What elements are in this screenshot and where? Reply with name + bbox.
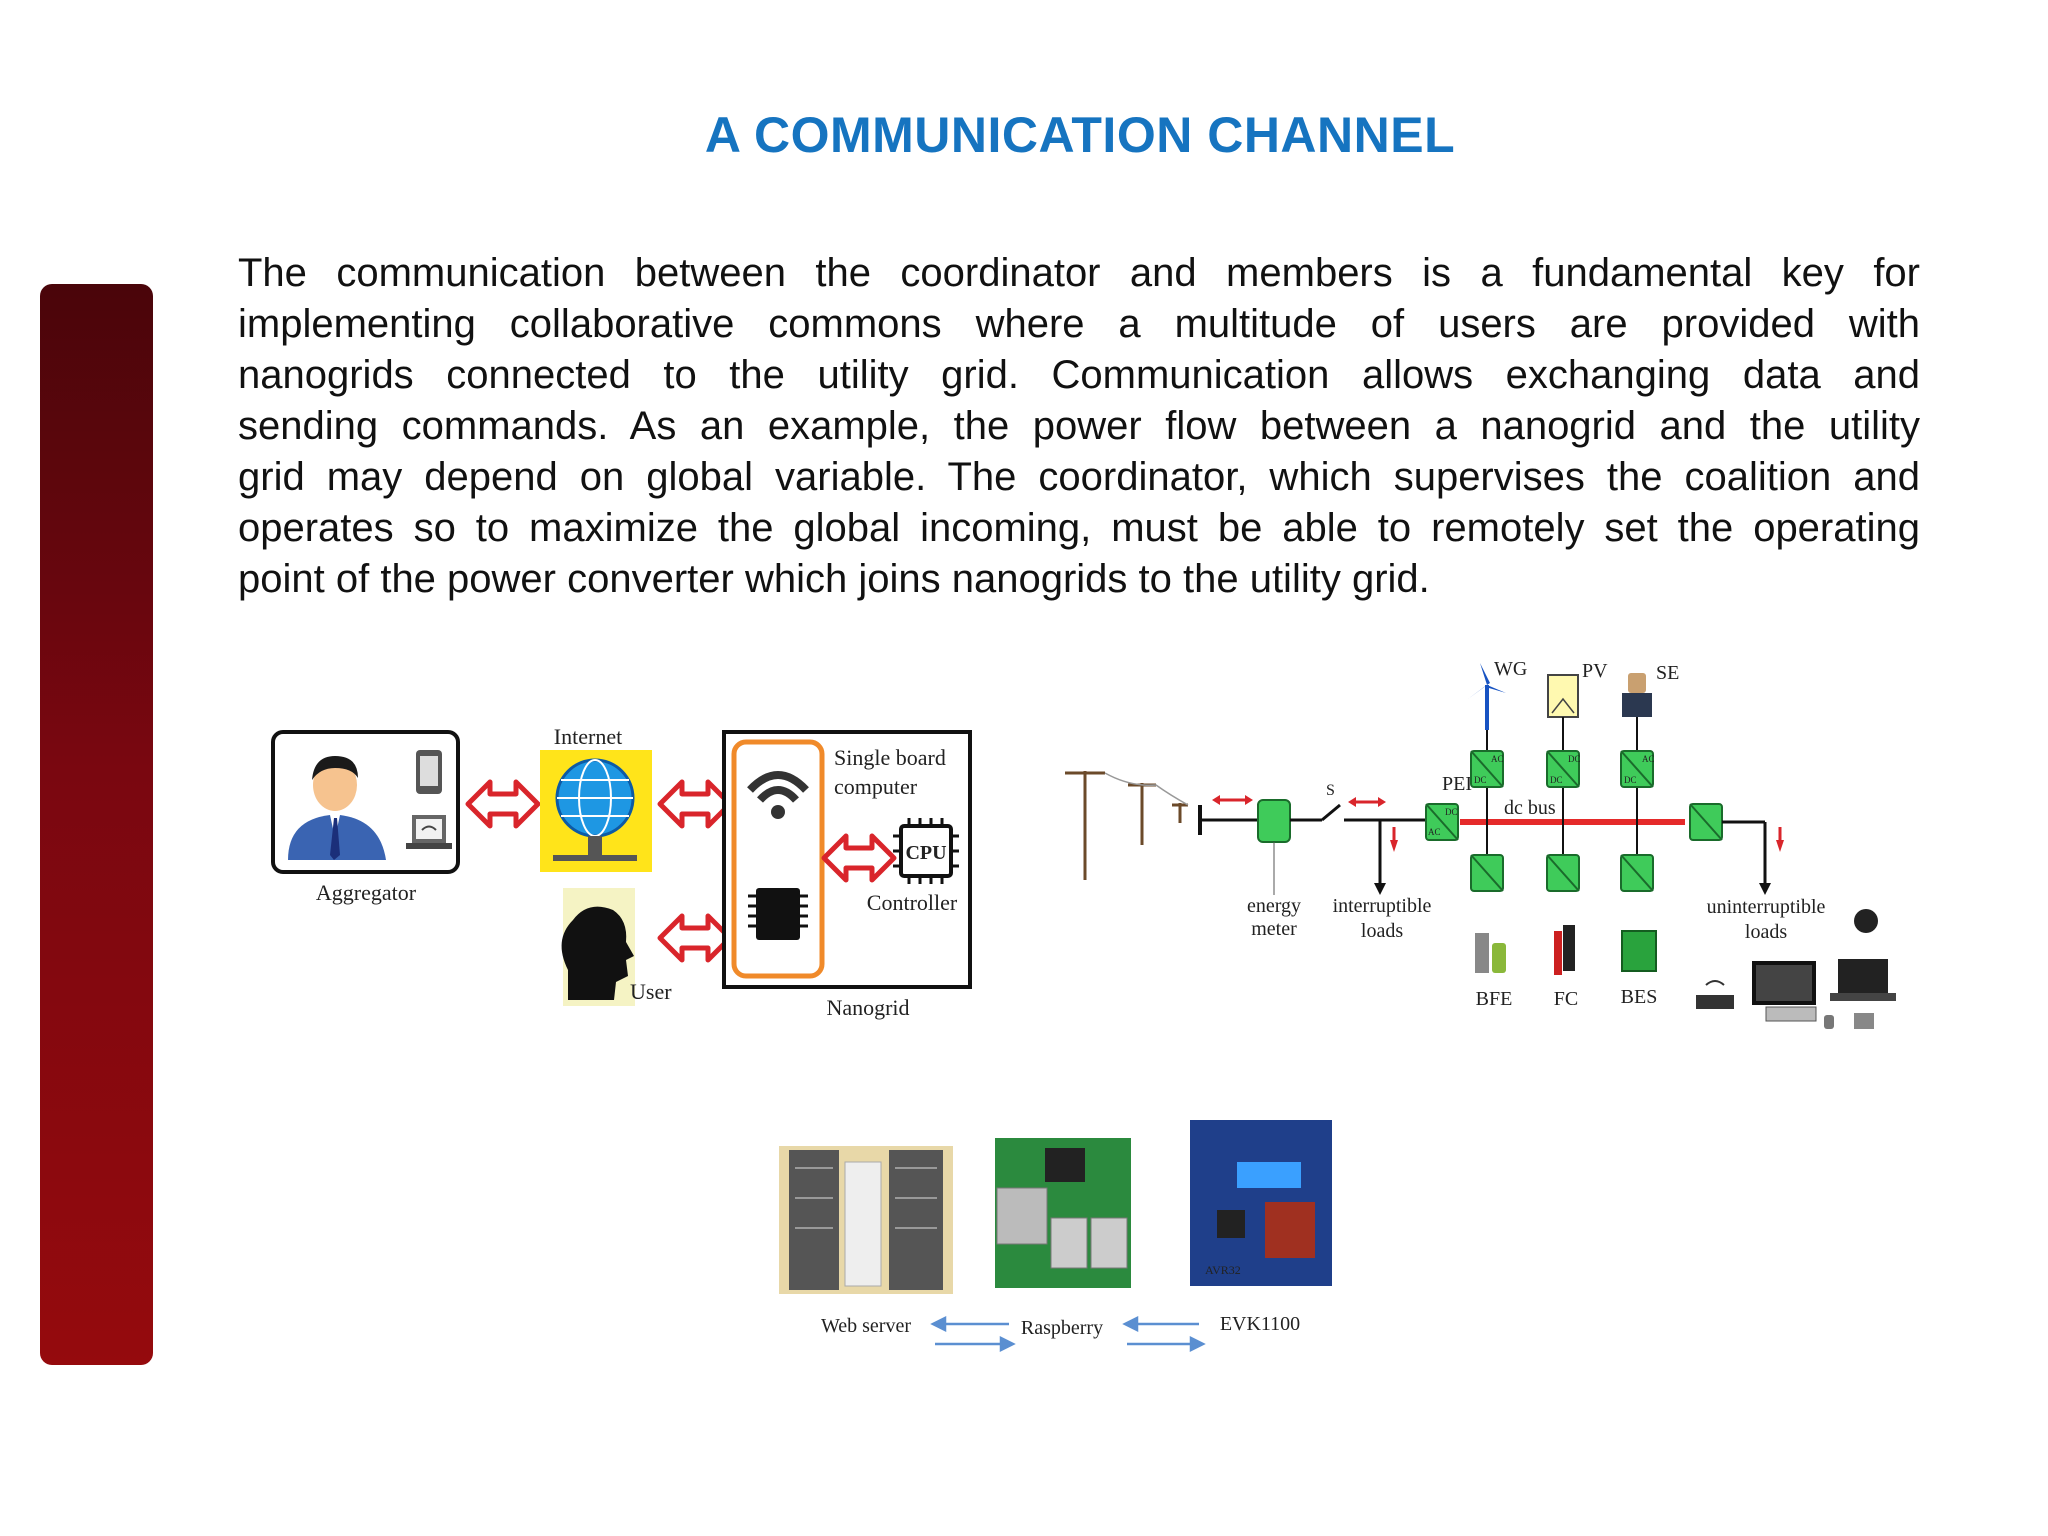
paragraph-line: The communication between the coordinato… (238, 251, 1920, 295)
monitor-icon (1752, 961, 1817, 1022)
dc-tag: DC (1474, 775, 1487, 785)
internet-globe-icon (540, 750, 652, 872)
body-paragraph: The communication between the coordinato… (238, 248, 1920, 605)
bfe-icon (1475, 933, 1506, 973)
hardware-chain-diagram: AVR32 Web server Raspberry EVK1100 (779, 1120, 1332, 1353)
chip-icon (748, 888, 808, 940)
aggregator-node (271, 730, 460, 874)
ac-tag: AC (1428, 827, 1441, 837)
wifi-icon (747, 771, 809, 819)
pv-panel-icon (1547, 674, 1579, 718)
board-text: AVR32 (1205, 1263, 1241, 1277)
paragraph-line: point of the power converter which joins… (238, 557, 1430, 601)
nanogrid-box: Single board computer CPU Controller (722, 730, 972, 989)
laptop-wifi-icon (406, 815, 452, 849)
cpu-text: CPU (905, 842, 946, 864)
phone-icon (416, 750, 442, 794)
satellite-icon (1854, 909, 1878, 933)
wg-label: WG (1494, 658, 1527, 680)
nanogrid-communication-diagram: Aggregator Internet User (271, 724, 972, 1020)
user-nanogrid-arrow (660, 916, 730, 960)
sbc-label-line2: computer (834, 774, 918, 799)
interruptible-loads-label: loads (1361, 920, 1403, 942)
paragraph-line: implementing collaborative commons where… (238, 302, 1920, 346)
dc-tag: DC (1568, 754, 1581, 764)
cpu-icon: CPU (893, 818, 959, 884)
router-icon (1696, 980, 1734, 1009)
aggregator-internet-arrow (468, 782, 538, 826)
paragraph-line: grid may depend on global variable. The … (238, 455, 1920, 499)
raspberry-label: Raspberry (1021, 1317, 1103, 1339)
battery-icon (1621, 930, 1657, 972)
paragraph-line: operates so to maximize the global incom… (238, 506, 1920, 550)
sbc-label-line1: Single board (834, 745, 946, 770)
evk1100-label: EVK1100 (1220, 1313, 1300, 1335)
ac-tag: AC (1491, 754, 1504, 764)
bfe-label: BFE (1476, 988, 1513, 1010)
laptop-icon (1830, 959, 1896, 1001)
bfe-converter (1470, 854, 1504, 892)
uninterruptible-loads-label: loads (1745, 921, 1787, 943)
output-converter (1689, 803, 1723, 841)
dc-bus-label: dc bus (1504, 797, 1556, 819)
fc-label: FC (1554, 988, 1578, 1010)
user-label: User (630, 979, 672, 1004)
wind-turbine-icon (1468, 663, 1506, 730)
person-icon (288, 756, 386, 860)
ac-tag: AC (1642, 754, 1655, 764)
fc-converter (1546, 854, 1580, 892)
switch-label: S (1326, 782, 1335, 799)
paragraph-line: nanogrids connected to the utility grid.… (238, 353, 1920, 397)
dc-tag: DC (1550, 775, 1563, 785)
energy-meter-icon (1257, 799, 1291, 843)
phone-icon (1824, 1013, 1874, 1029)
bes-converter (1620, 854, 1654, 892)
evk1100-board-icon: AVR32 (1190, 1120, 1332, 1286)
pv-label: PV (1582, 660, 1608, 682)
paragraph-line: sending commands. As an example, the pow… (238, 404, 1920, 448)
link-arrows (930, 1315, 1206, 1353)
controller-label: Controller (867, 890, 958, 915)
se-label: SE (1656, 662, 1679, 684)
aggregator-label: Aggregator (316, 880, 417, 905)
internet-label: Internet (554, 724, 622, 749)
pei-label: PEI (1442, 773, 1472, 795)
fuel-cell-icon (1554, 925, 1575, 975)
slide-title: A COMMUNICATION CHANNEL (704, 107, 1456, 163)
web-server-icon (779, 1146, 953, 1294)
switch-icon (1321, 803, 1341, 822)
dc-tag: DC (1624, 775, 1637, 785)
raspberry-pi-icon (995, 1138, 1131, 1288)
energy-meter-label: energy (1247, 895, 1301, 917)
interruptible-loads-label: interruptible (1333, 895, 1432, 917)
internet-nanogrid-arrow (660, 782, 730, 826)
dc-tag: DC (1445, 807, 1458, 817)
bes-label: BES (1621, 986, 1658, 1008)
user-head-icon (561, 888, 635, 1006)
web-server-label: Web server (821, 1315, 911, 1337)
nanogrid-power-diagram: energy meter S interruptible loads PEI d… (1065, 658, 1896, 1029)
stirling-engine-icon (1622, 673, 1652, 717)
decorative-side-bar (40, 284, 153, 1365)
uninterruptible-loads-label: uninterruptible (1707, 896, 1826, 918)
energy-meter-label: meter (1251, 918, 1297, 940)
nanogrid-label: Nanogrid (826, 995, 909, 1020)
utility-pole-icon (1065, 771, 1189, 880)
